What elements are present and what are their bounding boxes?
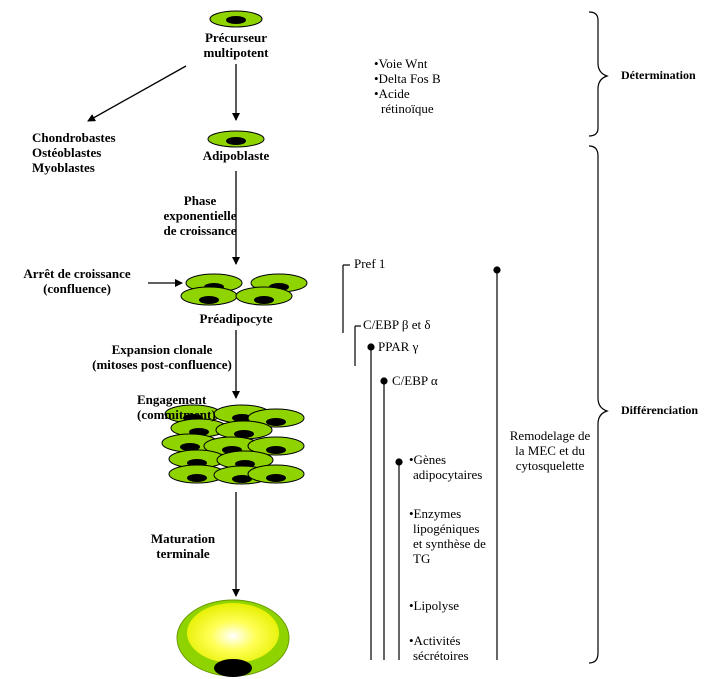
factor-wnt: •Voie Wnt <box>374 56 428 71</box>
clonal-expansion-line2: (mitoses post-confluence) <box>92 356 232 372</box>
marker-secretory-activities: •Activités sécrétoires <box>409 633 469 664</box>
marker-pref1: Pref 1 <box>354 256 386 271</box>
engagement-line1: Engagement <box>137 392 207 407</box>
growth-phase-line3: de croissance <box>163 222 237 238</box>
engagement-label: Engagement (commitment) <box>137 392 216 423</box>
adipoblast-cell <box>207 130 265 148</box>
preadipocyte-label: Préadipocyte <box>199 311 273 326</box>
lineage-chondroblasts: Chondrobastes <box>32 130 116 145</box>
marker-ecm-remodeling: Remodelage de la MEC et du cytosquelette <box>509 428 591 474</box>
clonal-expansion-label: Expansion clonale (mitoses post-confluen… <box>92 342 232 373</box>
other-lineages-label: Chondrobastes Ostéoblastes Myoblastes <box>32 130 116 176</box>
determination-stage-label: Détermination <box>621 68 696 82</box>
growth-arrest-label: Arrêt de croissance (confluence) <box>23 266 131 297</box>
growth-arrest-line2: (confluence) <box>43 280 111 296</box>
marker-lipolysis: •Lipolyse <box>409 598 460 613</box>
engagement-line2: (commitment) <box>137 406 216 422</box>
enzymes-line1: •Enzymes <box>409 506 462 521</box>
enzymes-line4: TG <box>413 550 431 566</box>
mature-adipocyte <box>176 599 290 677</box>
stage-braces <box>588 11 609 664</box>
adipocyte-genes-line1: •Gènes <box>409 452 447 467</box>
adipocyte-genes-line2: adipocytaires <box>413 466 483 482</box>
maturation-line1: Maturation <box>150 531 216 546</box>
factor-retinoic-line2: rétinoïque <box>381 100 434 116</box>
committed-cells <box>161 404 305 485</box>
precursor-label-line1: Précurseur <box>204 30 268 45</box>
growth-phase-line2: exponentielle <box>163 207 237 223</box>
adipoblast-label: Adipoblaste <box>202 148 270 163</box>
marker-cebp-beta-delta: C/EBP β et δ <box>363 317 431 332</box>
marker-timelines <box>342 264 501 660</box>
maturation-label: Maturation terminale <box>150 531 216 562</box>
lineage-osteoblasts: Ostéoblastes <box>32 144 102 160</box>
enzymes-line3: et synthèse de <box>413 535 486 551</box>
marker-lipogenic-enzymes: •Enzymes lipogéniques et synthèse de TG <box>409 506 486 567</box>
enzymes-line2: lipogéniques <box>413 520 480 536</box>
factor-delta-fosb: •Delta Fos B <box>374 70 441 86</box>
precursor-cell <box>209 10 263 28</box>
remodeling-line2: la MEC et du <box>515 442 585 458</box>
lineage-myoblasts: Myoblastes <box>32 159 95 175</box>
precursor-label-line2: multipotent <box>203 44 269 60</box>
growth-phase-line1: Phase <box>183 193 217 208</box>
marker-ppar-gamma: PPAR γ <box>378 339 419 354</box>
factor-retinoic-line1: •Acide <box>374 85 410 101</box>
clonal-expansion-line1: Expansion clonale <box>111 342 213 357</box>
remodeling-line1: Remodelage de <box>509 428 591 443</box>
marker-cebp-alpha: C/EBP α <box>392 373 438 388</box>
flow-arrows <box>87 64 240 597</box>
determination-factors: •Voie Wnt •Delta Fos B •Acide rétinoïque <box>374 56 441 117</box>
growth-arrest-line1: Arrêt de croissance <box>23 266 131 281</box>
maturation-line2: terminale <box>156 545 210 561</box>
growth-phase-label: Phase exponentielle de croissance <box>163 193 237 239</box>
secretory-line2: sécrétoires <box>413 647 469 663</box>
remodeling-line3: cytosquelette <box>515 457 585 473</box>
preadipocyte-cells <box>180 273 308 306</box>
secretory-line1: •Activités <box>409 633 461 648</box>
differentiation-stage-label: Différenciation <box>621 403 699 417</box>
marker-adipocyte-genes: •Gènes adipocytaires <box>409 452 483 483</box>
precursor-label: Précurseur multipotent <box>203 30 269 61</box>
